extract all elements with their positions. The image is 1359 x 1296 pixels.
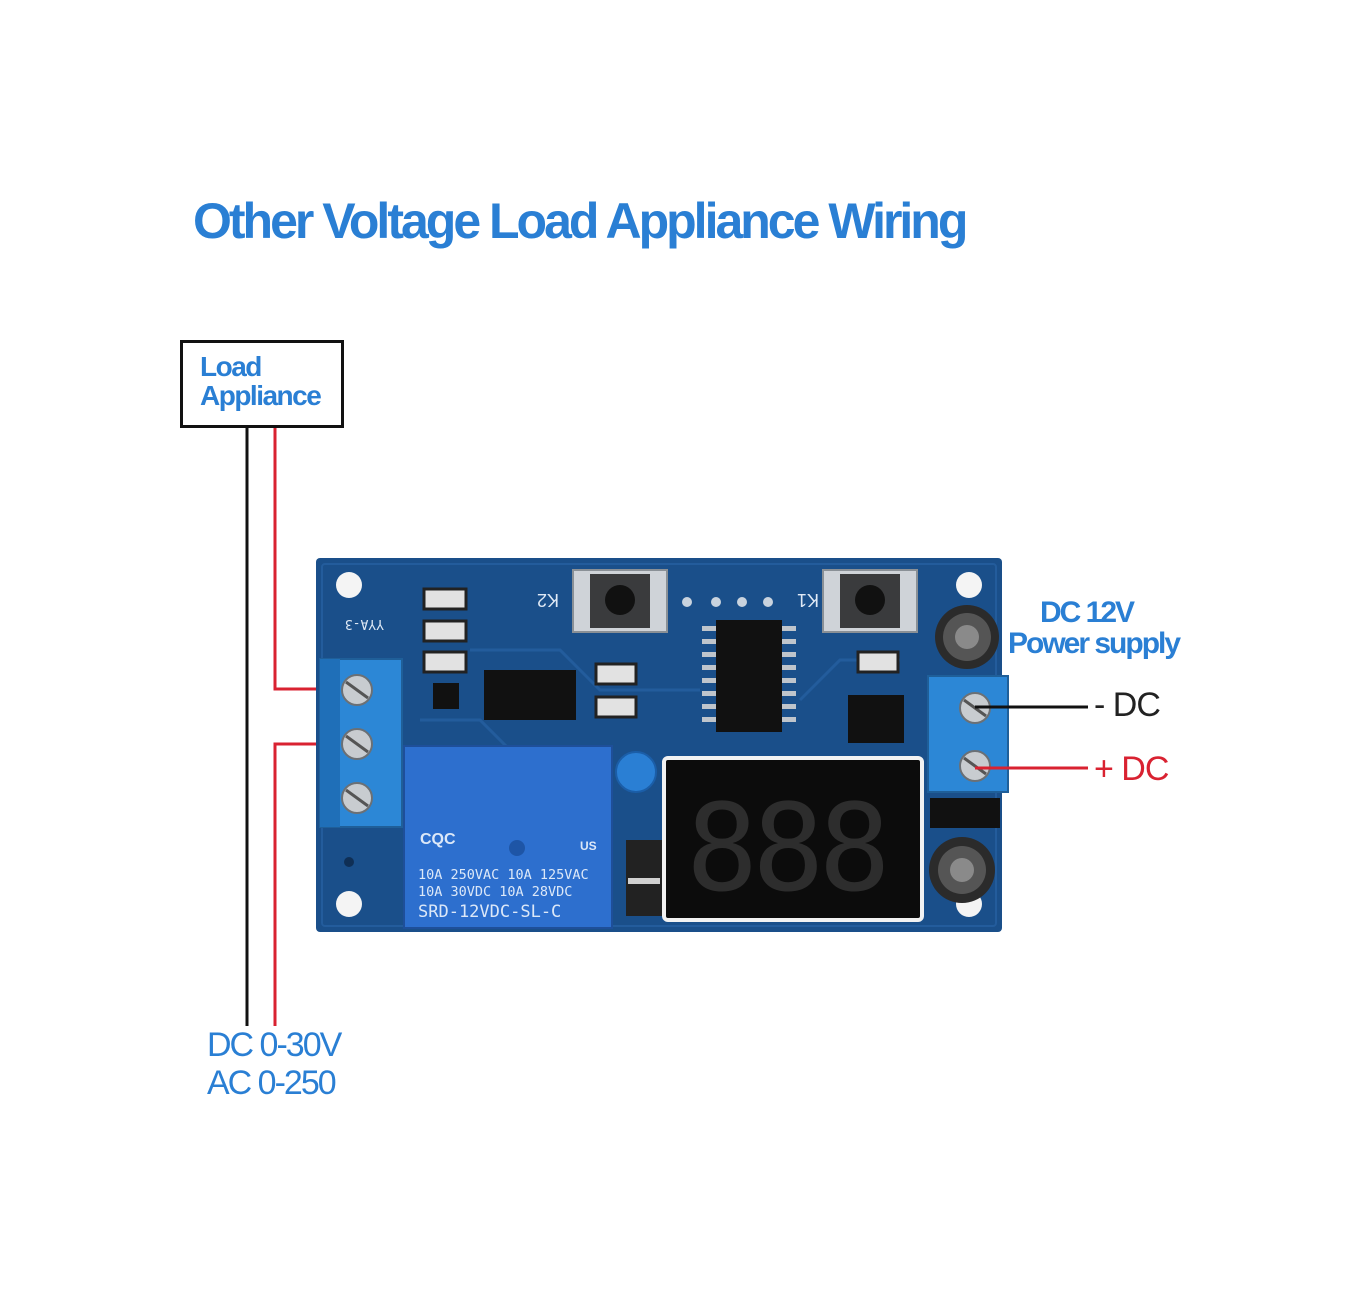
- relay: CQC US 10A 250VAC 10A 125VAC 10A 30VDC 1…: [403, 745, 613, 929]
- load-appliance-label: Load Appliance: [200, 351, 322, 411]
- mount-hole: [956, 572, 982, 598]
- load-label-line1: Load: [200, 351, 262, 382]
- power-terminal-block: [927, 675, 1009, 793]
- load-appliance-box: [180, 340, 344, 428]
- relay-rating-line2: 10A 30VDC 10A 28VDC: [418, 884, 572, 900]
- seven-segment-display: 888: [662, 756, 924, 922]
- mount-hole: [336, 891, 362, 917]
- relay-rating-line1: 10A 250VAC 10A 125VAC: [418, 867, 589, 883]
- button-k2-label: K2: [537, 590, 559, 610]
- load-terminal-block: [319, 658, 403, 828]
- load-label-line2: Appliance: [200, 380, 322, 411]
- power-supply-label: Power supply: [1008, 627, 1181, 660]
- relay-model: SRD-12VDC-SL-C: [418, 902, 561, 922]
- negative-dc-label: - DC: [1094, 686, 1161, 724]
- load-source-dc-label: DC 0-30V: [207, 1026, 342, 1064]
- button-k1: [822, 569, 918, 633]
- ceramic-capacitor: [615, 751, 657, 793]
- button-k2: [572, 569, 668, 633]
- page-title: Other Voltage Load Appliance Wiring: [193, 193, 968, 249]
- capacitor-top: [935, 605, 999, 669]
- display-digits: 888: [686, 780, 885, 919]
- microcontroller-chip: [702, 620, 796, 732]
- positive-dc-label: + DC: [1094, 750, 1169, 788]
- relay-brand: CQC: [420, 831, 456, 848]
- relay-board: YYA-3 K2 K1: [316, 558, 1009, 932]
- relay-ul-label: US: [580, 839, 597, 853]
- load-source-ac-label: AC 0-250: [207, 1064, 337, 1102]
- power-supply-voltage-label: DC 12V: [1040, 596, 1135, 629]
- board-model-label: YYA-3: [345, 616, 384, 631]
- mount-hole: [336, 572, 362, 598]
- button-k1-label: K1: [797, 590, 819, 610]
- capacitor-bottom: [929, 837, 995, 903]
